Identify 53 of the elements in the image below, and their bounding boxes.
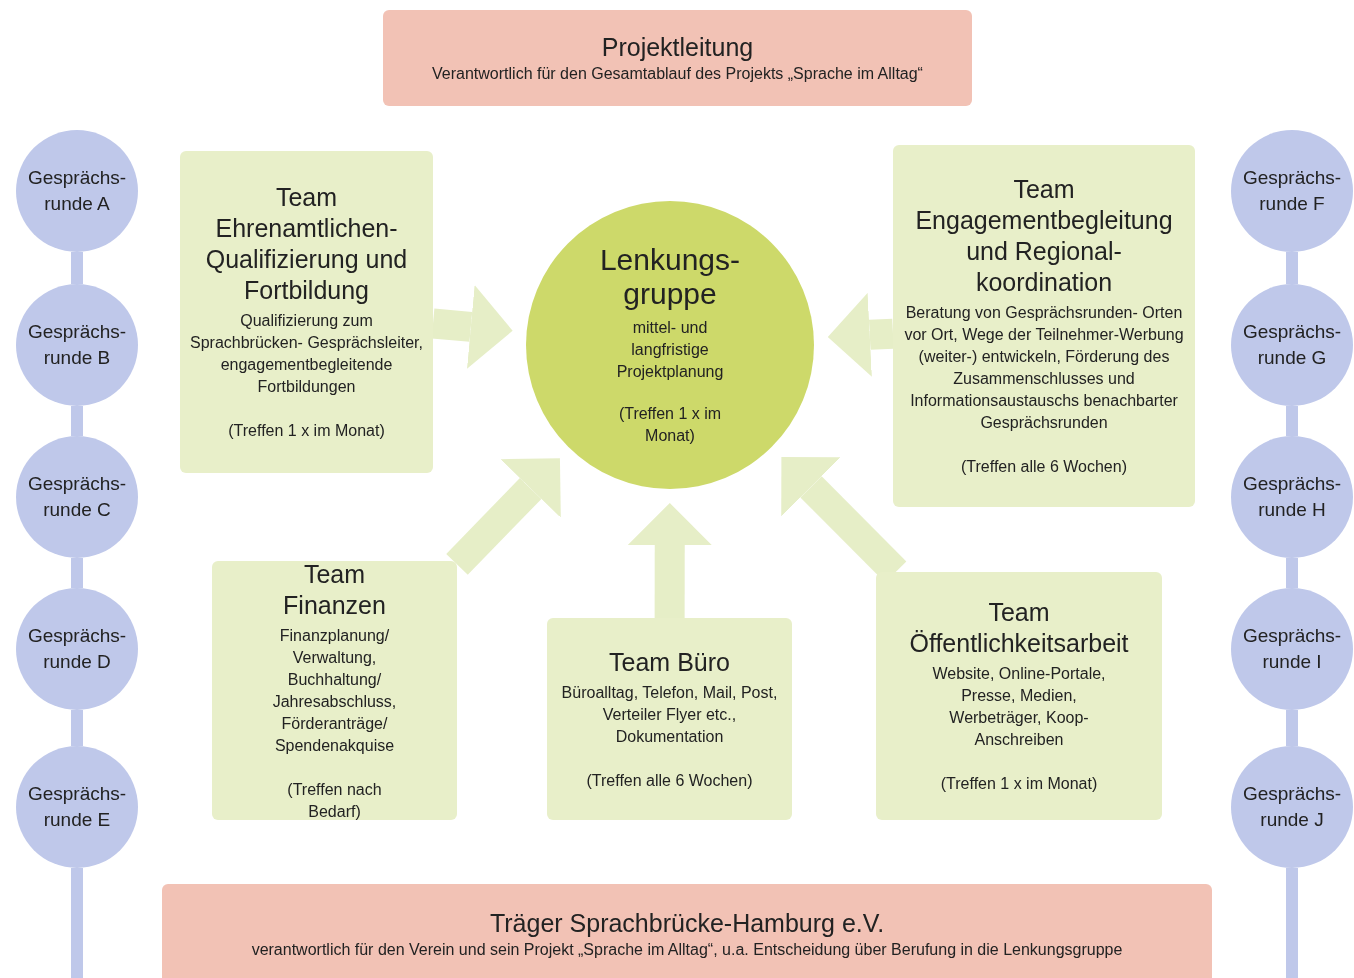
meeting-note: (Treffen 1 x im Monat) (228, 421, 385, 441)
block-arrow (827, 292, 894, 377)
circle-label: Gesprächs- runde D (26, 624, 128, 674)
meeting-note: (Treffen nach Bedarf) (286, 779, 383, 822)
team-heading: Team Öffentlichkeitsarbeit (909, 597, 1129, 659)
circle-label: Gesprächs- runde B (26, 320, 128, 370)
box-description: Verantwortlich für den Gesamtablauf des Projekts „Sprache im Alltag“ (432, 64, 923, 84)
team-box (212, 561, 457, 820)
team-description: Qualifizierung zum Sprachbrücken- Gesprächsleiter, engagementbegleitende Fortbildungen (189, 311, 424, 397)
meeting-note: (Treffen alle 6 Wochen) (961, 457, 1127, 477)
circle-label: Gesprächs- runde I (1241, 624, 1343, 674)
team-heading: Team Ehrenamtlichen- Qualifizierung und Fortbildung (204, 182, 409, 306)
connector-line (71, 558, 83, 588)
block-arrow (446, 458, 561, 575)
team-description: Büroalltag, Telefon, Mail, Post, Verteiler Flyer etc., Dokumentation (560, 682, 779, 747)
meeting-note: (Treffen 1 x im Monat) (940, 774, 1098, 794)
team-heading: Team Büro (609, 646, 730, 678)
circle-label: Gesprächs- runde A (26, 166, 128, 216)
circle-label: Gesprächs- runde G (1241, 320, 1343, 370)
team-box (893, 145, 1195, 507)
meeting-note: (Treffen alle 6 Wochen) (586, 770, 753, 791)
circle-label: Gesprächs- runde E (26, 782, 128, 832)
team-description: Beratung von Gesprächsrunden- Orten vor Ort, Wege der Teilnehmer-Werbung (weiter-) entwickeln, Förderung des Zusammenschlusses und Informationsaustauschs benachbarter Gesprächsrunden (903, 303, 1185, 433)
box-heading: Projektleitung (601, 32, 754, 63)
connector-line (1286, 558, 1298, 588)
block-arrow (627, 503, 712, 618)
connector-line (1286, 406, 1298, 436)
circle-label: Gesprächs- runde F (1241, 166, 1343, 216)
block-arrow (431, 285, 513, 369)
connector-line (71, 406, 83, 436)
footer-box (162, 884, 1212, 978)
connector-line (71, 710, 83, 746)
team-box (876, 572, 1162, 820)
box-heading: Träger Sprachbrücke-Hamburg e.V. (489, 908, 885, 939)
team-heading: Team Engagementbegleitung und Regional- koordination (914, 174, 1174, 298)
team-description: Finanzplanung/ Verwaltung, Buchhaltung/ Jahresabschluss, Förderanträge/ Spendenakquise (271, 625, 398, 756)
connector-line (1286, 252, 1298, 284)
circle-label: Gesprächs- runde H (1241, 472, 1343, 522)
connector-line (71, 868, 83, 978)
meeting-note: (Treffen 1 x im Monat) (617, 404, 723, 446)
connector-line (71, 252, 83, 284)
team-box (547, 618, 792, 820)
team-description: Website, Online-Portale, Presse, Medien, Werbeträger, Koop-Anschreiben (931, 664, 1107, 750)
circle-heading: Lenkungs- gruppe (598, 243, 742, 311)
circle-label: Gesprächs- runde J (1241, 782, 1343, 832)
connector-line (1286, 868, 1298, 978)
circle-description: mittel- und langfristige Projektplanung (615, 318, 725, 382)
header-box (383, 10, 972, 106)
connector-line (1286, 710, 1298, 746)
box-description: verantwortlich für den Verein und sein Projekt „Sprache im Alltag“, u.a. Entscheidung über Berufung in die Lenkungsgruppe (251, 940, 1123, 960)
team-box (180, 151, 433, 473)
circle-label: Gesprächs- runde C (26, 472, 128, 522)
team-heading: Team Finanzen (282, 558, 387, 621)
